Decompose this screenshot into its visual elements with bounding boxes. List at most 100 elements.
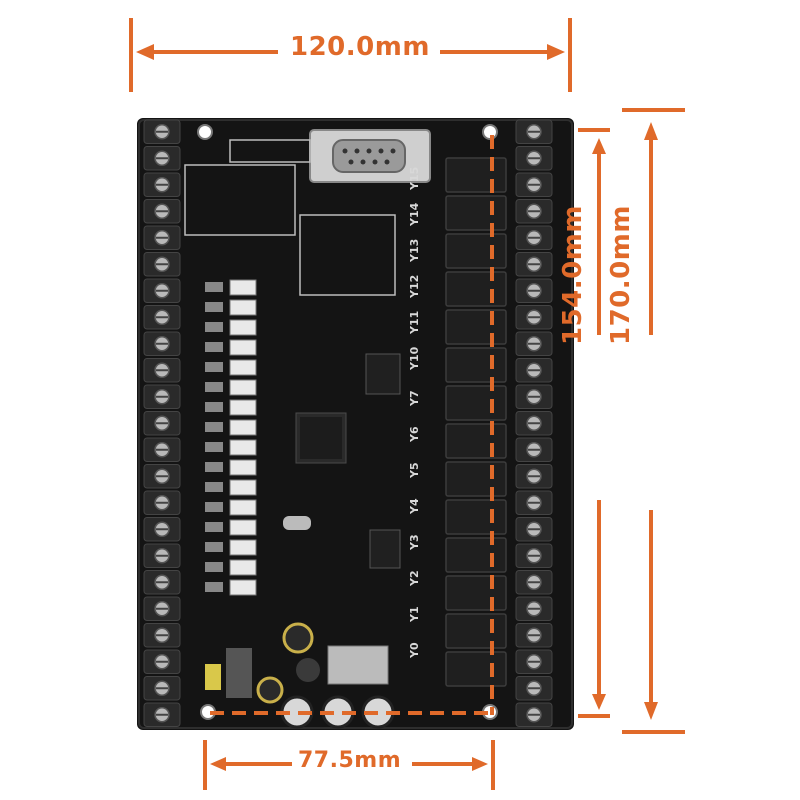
screw-terminal — [143, 305, 181, 330]
optocoupler — [229, 299, 257, 316]
output-label: Y4 — [408, 498, 421, 515]
resistor — [205, 422, 223, 432]
output-label: Y13 — [408, 239, 421, 263]
screw-terminal — [143, 384, 181, 409]
crystal — [283, 516, 311, 530]
pcb-board — [137, 118, 574, 730]
resistor — [205, 302, 223, 312]
vertical-hole-spacing-label: 154.0mm — [558, 205, 588, 345]
screw-terminal — [515, 119, 553, 144]
relay — [445, 385, 507, 421]
microcontroller-chip — [295, 412, 347, 464]
relay — [445, 461, 507, 497]
screw-terminal — [143, 517, 181, 542]
width-dimension-label: 120.0mm — [290, 32, 430, 62]
resistor — [205, 582, 223, 592]
dimension-lines — [129, 18, 685, 790]
screw-terminal — [515, 358, 553, 383]
screw-terminal — [143, 199, 181, 224]
screw-terminal — [143, 358, 181, 383]
screw-terminal — [515, 172, 553, 197]
output-label: Y11 — [408, 311, 421, 335]
output-label: Y0 — [408, 642, 421, 659]
screw-terminal — [143, 437, 181, 462]
output-label: Y14 — [408, 202, 421, 227]
optocoupler — [229, 559, 257, 576]
screw-terminal — [515, 331, 553, 356]
left-terminal-strip — [143, 119, 181, 727]
driver-ic-upper — [365, 353, 401, 395]
resistor — [205, 502, 223, 512]
optocoupler — [229, 419, 257, 436]
hole-spacing-guides — [210, 135, 494, 715]
relay — [445, 157, 507, 193]
mount-hole-top-left — [197, 124, 213, 140]
screw-terminal — [515, 464, 553, 489]
optocoupler — [229, 339, 257, 356]
optocoupler — [229, 359, 257, 376]
optocoupler — [229, 379, 257, 396]
resistor — [205, 362, 223, 372]
height-dimension-label: 170.0mm — [606, 205, 636, 345]
output-label: Y2 — [408, 570, 421, 587]
screw-terminal — [515, 676, 553, 701]
optocoupler — [229, 539, 257, 556]
screw-terminal — [515, 649, 553, 674]
resistor — [205, 462, 223, 472]
optocoupler — [229, 499, 257, 516]
relay — [445, 309, 507, 345]
screw-terminal — [143, 172, 181, 197]
optocoupler-column — [205, 279, 257, 596]
screw-terminal — [143, 623, 181, 648]
screw-terminal — [143, 490, 181, 515]
screw-terminal — [515, 437, 553, 462]
screw-terminal — [515, 490, 553, 515]
resistor — [205, 402, 223, 412]
output-label: Y10 — [408, 346, 421, 371]
screw-terminal — [143, 278, 181, 303]
optocoupler — [229, 519, 257, 536]
screw-terminal — [515, 305, 553, 330]
optocoupler — [229, 319, 257, 336]
hole-spacing-dimension-label: 77.5mm — [298, 748, 402, 773]
resistor — [205, 322, 223, 332]
output-label: Y5 — [408, 462, 421, 479]
resistor — [205, 282, 223, 292]
relay — [445, 233, 507, 269]
relay — [445, 575, 507, 611]
screw-terminal — [515, 570, 553, 595]
resistor — [205, 542, 223, 552]
output-label: Y3 — [408, 534, 421, 551]
resistor — [205, 382, 223, 392]
screw-terminal — [143, 146, 181, 171]
relay — [445, 613, 507, 649]
optocoupler — [229, 479, 257, 496]
output-label: Y7 — [408, 390, 421, 407]
output-label: Y1 — [408, 606, 421, 623]
screw-terminal — [143, 596, 181, 621]
screw-terminal — [515, 543, 553, 568]
screw-terminal — [515, 199, 553, 224]
optocoupler — [229, 399, 257, 416]
screw-terminal — [515, 278, 553, 303]
resistor — [205, 562, 223, 572]
screw-terminal — [515, 517, 553, 542]
screw-terminal — [143, 252, 181, 277]
screw-terminal — [515, 225, 553, 250]
silkscreen-top-left — [184, 139, 396, 296]
resistor — [205, 442, 223, 452]
db9-connector — [309, 129, 431, 183]
screw-terminal — [143, 570, 181, 595]
output-label: Y12 — [408, 275, 421, 299]
optocoupler — [229, 439, 257, 456]
optocoupler — [229, 579, 257, 596]
optocoupler — [229, 279, 257, 296]
screw-terminal — [143, 543, 181, 568]
screw-terminal — [143, 411, 181, 436]
relay — [445, 271, 507, 307]
output-label: Y6 — [408, 426, 421, 443]
relay — [445, 347, 507, 383]
